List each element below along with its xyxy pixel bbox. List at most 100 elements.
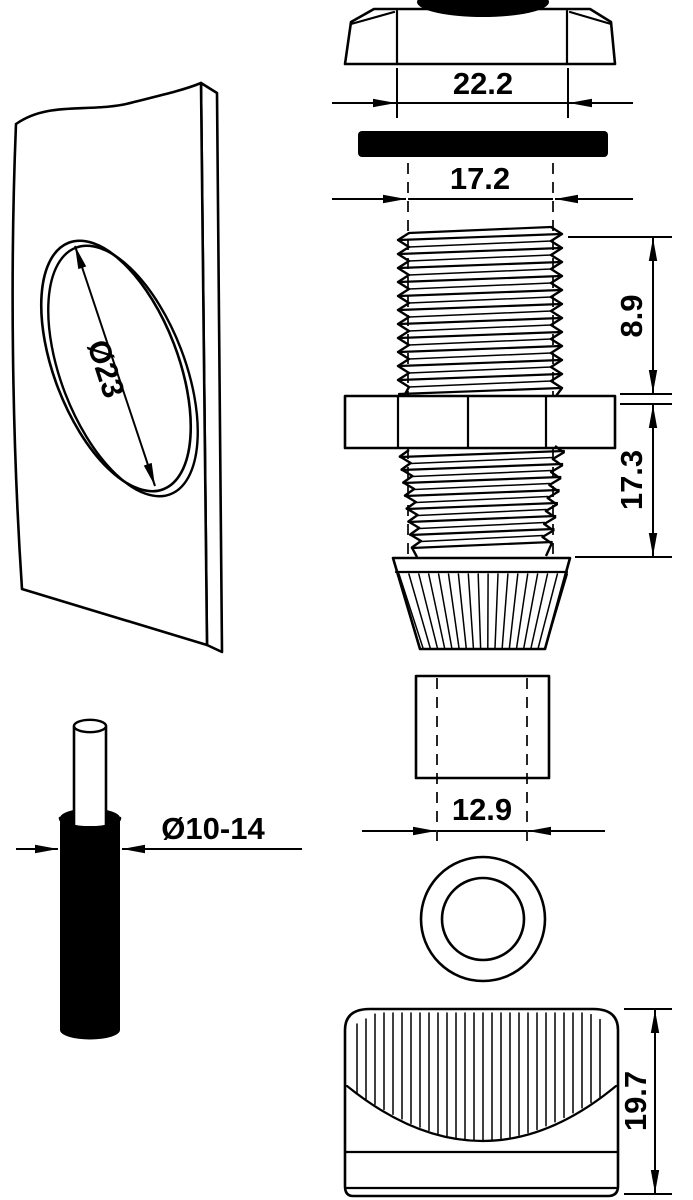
hatch-line [397,246,563,256]
hex-body-outline [343,394,617,450]
dim-label-upper-thread-length: 8.9 [614,294,649,337]
cap-ribs [356,1012,601,1141]
hatch-line [537,573,559,649]
hatch-line [416,508,547,517]
hatch-line [408,352,552,360]
sealing-gasket [358,131,608,157]
cable-core [74,726,106,826]
hatch-line [408,282,552,290]
hatch-line [530,573,549,649]
hatch-line [408,268,552,276]
locknut-bore [417,0,549,17]
lower-thread [398,445,566,558]
hatch-line [397,302,563,312]
hatch-line [397,274,563,284]
cable-jacket-rim-front [58,816,122,829]
cone-flutes [398,573,569,649]
hatch-line [418,573,439,649]
hatch-line [409,527,555,537]
thread-edge [541,445,565,557]
gland-hex-body [343,394,617,450]
hatch-line [408,324,552,332]
hatch-line [477,573,482,649]
hatch-line [411,469,553,478]
hatch-line [397,344,563,354]
hatch-line [501,573,509,649]
hatch-line [397,260,563,270]
hatch-line [437,573,453,649]
hatch-line [415,495,549,504]
hatch-line [427,573,446,649]
locknut [343,0,617,66]
dim-label-lower-thread-length: 17.3 [614,450,649,510]
cable-jacket-bottom [60,1020,120,1040]
cap-nut [343,1007,620,1198]
hatch-line [408,296,552,304]
hatch-line [413,482,551,491]
cable-core-top [72,718,108,734]
hatch-line [418,521,546,530]
mounting-panel: Ø23 [11,81,224,654]
locknut-outline [343,7,617,66]
hatch-line [408,573,431,649]
dim-locknut-width: 22.2 [332,66,633,118]
hatch-line [408,310,552,318]
cable: Ø10-14 [16,718,302,1040]
hatch-line [404,488,560,498]
hatch-line [405,501,559,511]
hatch-line [398,449,566,459]
upper-thread-hatch [396,225,564,397]
dim-insert-diameter: 12.9 [362,792,605,836]
hatch-line [447,573,460,649]
dim-label-cap-height: 19.7 [618,1071,653,1131]
lower-thread-hatch [398,445,566,558]
hatch-line [398,573,424,649]
hatch-line [402,475,562,485]
hatch-line [400,462,564,472]
hatch-line [457,573,467,649]
hatch-line [408,338,552,346]
hatch-line [420,534,544,543]
hatch-line [397,232,563,242]
hatch-line [544,573,569,649]
hatch-line [397,288,563,298]
cap-outline [343,1007,620,1198]
hatch-line [407,225,553,235]
dim-label-thread-diameter: 17.2 [450,161,510,196]
panel-hole-front-edge [39,239,193,493]
clamping-cone [391,556,572,651]
hatch-line [408,254,552,262]
hatch-line [467,573,475,649]
ring-inner-edge [440,876,526,962]
hatch-line [523,573,539,649]
hatch-line [397,386,563,396]
hatch-line [397,316,563,326]
hatch-line [408,380,552,388]
hatch-line [508,573,519,649]
sealing-insert [414,674,551,843]
hatch-line [410,456,554,465]
cap-rib-end-arc [345,1084,618,1143]
hatch-line [397,372,563,382]
dim-lower-thread-length: 17.3 [575,403,672,558]
hole-diameter-arrow [74,245,156,487]
sealing-ring [419,855,547,983]
hatch-line [408,366,552,374]
hatch-line [410,540,553,550]
thread-edge [398,449,423,558]
dim-cap-height: 19.7 [618,1008,672,1195]
locknut-chamfer-line [568,10,613,26]
cable-jacket [60,818,120,1030]
hatch-line [397,330,563,340]
thread-edge [396,231,411,397]
locknut-chamfer-line [349,10,396,26]
hatch-line [407,514,557,524]
thread-edge [549,225,564,397]
dim-label-insert-diameter: 12.9 [452,792,512,827]
dim-upper-thread-length: 8.9 [568,236,672,395]
dim-label-locknut-width: 22.2 [453,66,513,101]
upper-thread [396,225,564,397]
hatch-line [494,573,499,649]
